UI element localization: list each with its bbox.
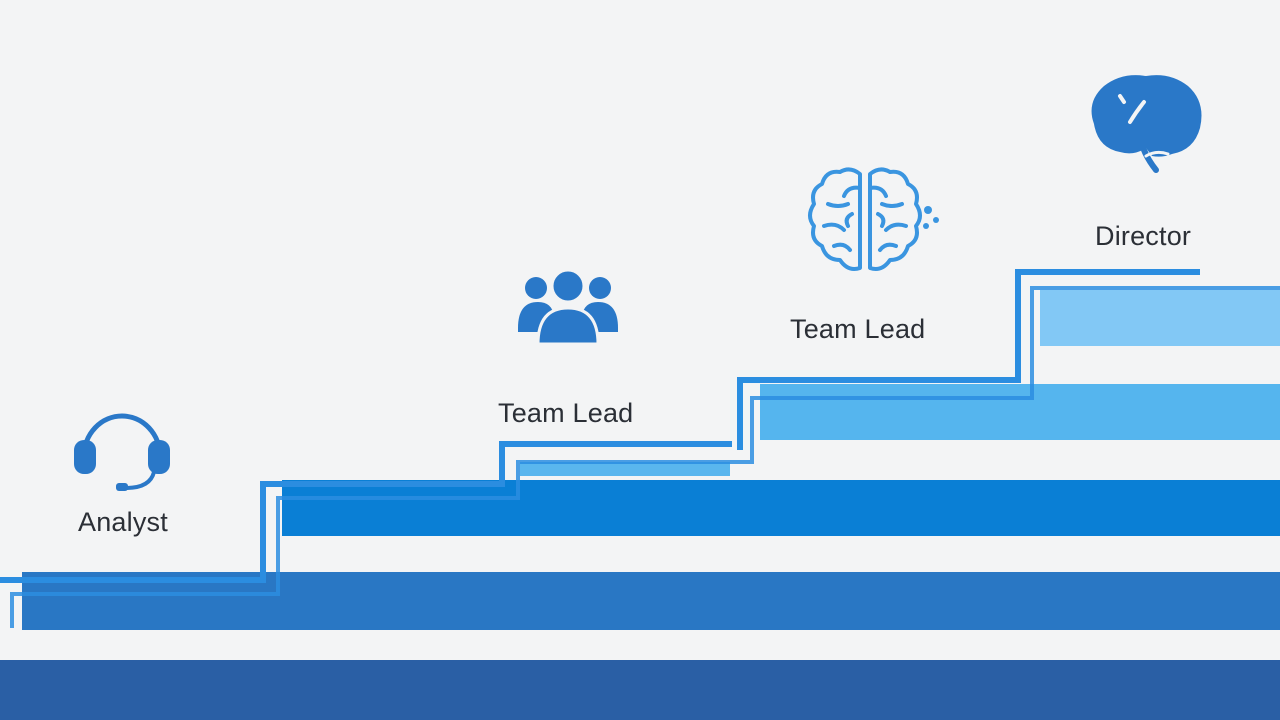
- step-label-analyst: Analyst: [78, 507, 168, 537]
- step-label-team-lead-2: Team Lead: [790, 314, 926, 344]
- headset-icon: [70, 400, 174, 494]
- brain-outline-icon: [804, 164, 944, 286]
- step-outline-lower: [10, 286, 1280, 628]
- team-icon: [516, 268, 620, 348]
- step-label-team-lead-1: Team Lead: [498, 398, 634, 428]
- brain-icon: [1086, 72, 1208, 174]
- band-level-3-sliver: [520, 462, 730, 476]
- band-level-3: [760, 384, 1280, 440]
- band-level-0: [0, 660, 1280, 720]
- step-outline-upper: [0, 441, 732, 583]
- band-level-2: [282, 480, 1280, 536]
- band-level-4: [1040, 290, 1280, 346]
- step-label-director: Director: [1095, 221, 1192, 251]
- step-outline-upper-2: [737, 269, 1200, 450]
